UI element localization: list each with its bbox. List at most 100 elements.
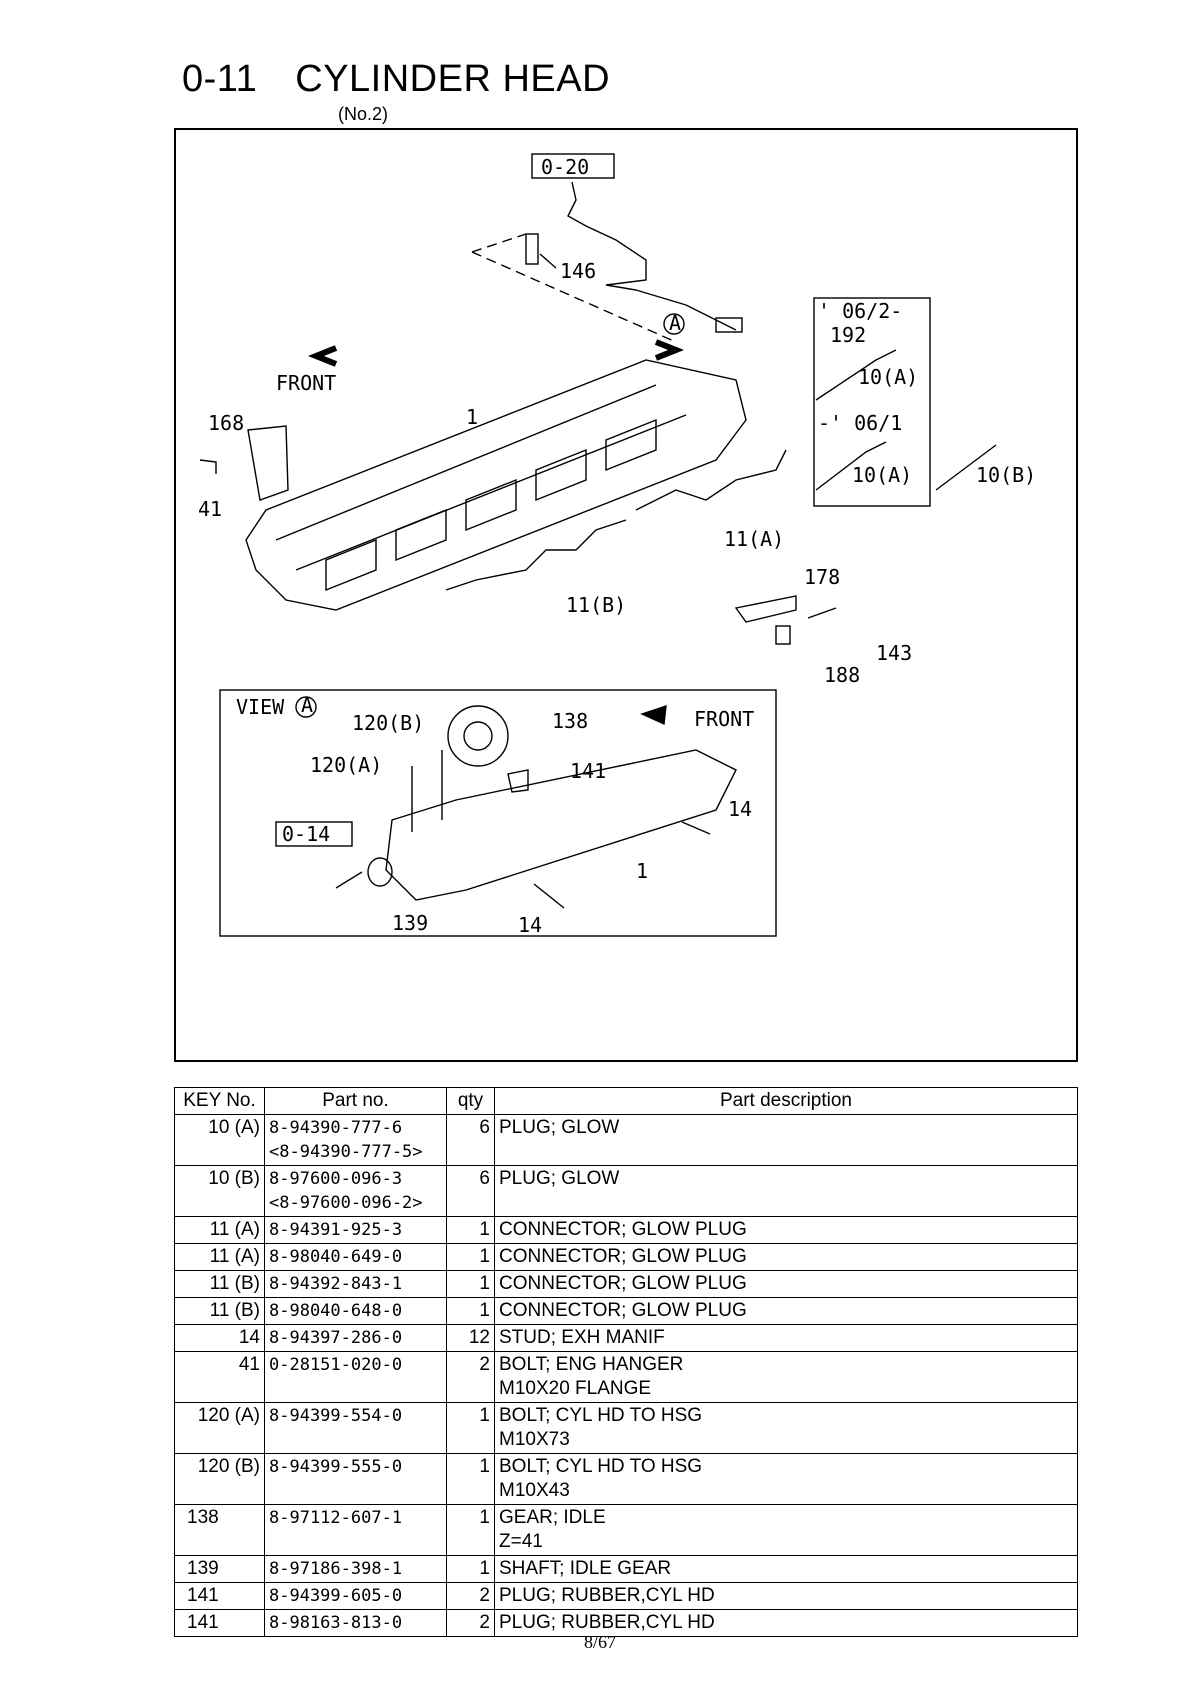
callout-168: 168: [208, 411, 244, 435]
qty-value: 1: [479, 1300, 490, 1321]
qty-value: 2: [479, 1354, 490, 1375]
part-number: 8-94399-555-0: [269, 1457, 403, 1477]
callout-1: 1: [466, 405, 478, 429]
cylinder-head: [245, 359, 747, 611]
glow-plug-top: [815, 349, 897, 401]
callout-41: 41: [198, 497, 222, 521]
idle-gear-138: [447, 705, 509, 767]
description: CONNECTOR; GLOW PLUG: [499, 1273, 747, 1294]
part-number: 8-98163-813-0: [269, 1613, 403, 1633]
connector-11a: [635, 449, 787, 511]
callout-138: 138: [552, 709, 588, 733]
cell-qty: 1: [446, 1270, 495, 1298]
cell-description: STUD; EXH MANIF: [494, 1324, 1078, 1352]
exploded-diagram: 0-20 146 FRONT A ' 06/2- 192 10(A) -' 06…: [174, 128, 1078, 1062]
rubber-plug-141: [507, 769, 529, 793]
callout-146: 146: [560, 259, 596, 283]
callout-front-view: FRONT: [694, 707, 754, 731]
callout-ref-0-20: 0-20: [541, 155, 589, 179]
description-spec: Z=41: [499, 1531, 543, 1552]
view-a-arrow: [654, 339, 685, 361]
key-value: 10 (A): [208, 1117, 260, 1138]
callout-143: 143: [876, 641, 912, 665]
cell-description: PLUG; GLOW: [494, 1165, 1078, 1217]
callout-14-bottom: 14: [518, 913, 542, 937]
connector-11b: [445, 519, 627, 591]
key-value: 11 (B): [209, 1273, 260, 1294]
callout-ref-0-14: 0-14: [282, 822, 330, 846]
part-number: 8-98040-648-0: [269, 1301, 403, 1321]
part-number: 8-94392-843-1: [269, 1274, 403, 1294]
cell-part-no: 8-94397-286-0: [264, 1324, 447, 1352]
idle-gear-hub: [463, 721, 493, 751]
header-key: KEY No.: [174, 1087, 265, 1115]
callout-141: 141: [570, 759, 606, 783]
description-spec: M10X20 FLANGE: [499, 1378, 652, 1399]
description: BOLT; CYL HD TO HSG: [499, 1405, 703, 1426]
description: CONNECTOR; GLOW PLUG: [499, 1300, 747, 1321]
header-qty: qty: [446, 1087, 495, 1115]
leader-146: [539, 253, 557, 269]
qty-value: 1: [479, 1246, 490, 1267]
callout-120a: 120(A): [310, 753, 382, 777]
cell-qty: 1: [446, 1402, 495, 1454]
key-value: 138: [187, 1507, 219, 1528]
table-header-row: KEY No. Part no. qty Part description: [174, 1087, 1078, 1115]
dash-line-2: [471, 251, 677, 343]
part-number: 8-94390-777-6: [269, 1118, 403, 1138]
part-number-alt: <8-97600-096-2>: [269, 1193, 423, 1213]
key-value: 11 (B): [209, 1300, 260, 1321]
table-row: 11 (B) 8-94392-843-1 1 CONNECTOR; GLOW PLUG: [174, 1270, 1078, 1298]
callout-192: 192: [830, 323, 866, 347]
callout-10a-bottom: 10(A): [852, 463, 912, 487]
harness-connector: [715, 317, 743, 333]
part-188: [775, 625, 791, 645]
cell-description: CONNECTOR; GLOW PLUG: [494, 1243, 1078, 1271]
qty-value: 1: [479, 1219, 490, 1240]
cell-key: 11 (B): [174, 1297, 265, 1325]
cell-description: PLUG; GLOW: [494, 1114, 1078, 1166]
section-title: CYLINDER HEAD: [295, 58, 611, 100]
cell-description: GEAR; IDLE Z=41: [494, 1504, 1078, 1556]
callout-view-label: VIEW: [236, 695, 285, 719]
glow-plug-10b: [935, 444, 997, 491]
cell-qty: 1: [446, 1453, 495, 1505]
callout-11b: 11(B): [566, 593, 626, 617]
cell-qty: 6: [446, 1165, 495, 1217]
callout-1-view: 1: [636, 859, 648, 883]
key-value: 141: [187, 1585, 219, 1606]
cell-description: CONNECTOR; GLOW PLUG: [494, 1270, 1078, 1298]
sensor-harness: [567, 181, 737, 331]
page-number: 8/67: [583, 1632, 616, 1652]
description: PLUG; RUBBER,CYL HD: [499, 1585, 715, 1606]
cell-key: 41: [174, 1351, 265, 1403]
callout-14-right: 14: [728, 797, 752, 821]
callout-view-a: A: [669, 311, 681, 335]
callout-date-from: ' 06/2-: [818, 299, 902, 323]
cell-part-no: 8-94399-605-0: [264, 1582, 447, 1610]
hanger-bracket: [247, 425, 289, 501]
cell-description: CONNECTOR; GLOW PLUG: [494, 1216, 1078, 1244]
description: SHAFT; IDLE GEAR: [499, 1558, 672, 1579]
part-number: 8-97186-398-1: [269, 1559, 403, 1579]
description: STUD; EXH MANIF: [499, 1327, 665, 1348]
description: GEAR; IDLE: [499, 1507, 606, 1528]
part-number: 8-94399-554-0: [269, 1406, 403, 1426]
cell-qty: 1: [446, 1555, 495, 1583]
cell-key: 141: [174, 1609, 265, 1637]
callout-11a: 11(A): [724, 527, 784, 551]
cell-part-no: 8-94392-843-1: [264, 1270, 447, 1298]
header-part-no: Part no.: [264, 1087, 447, 1115]
parts-table: KEY No. Part no. qty Part description 10…: [174, 1087, 1078, 1637]
cell-part-no: 8-94399-554-0: [264, 1402, 447, 1454]
cell-key: 139: [174, 1555, 265, 1583]
header-description: Part description: [494, 1087, 1078, 1115]
qty-value: 1: [479, 1273, 490, 1294]
stud-14-bottom: [533, 883, 565, 909]
part-143: [807, 607, 837, 619]
